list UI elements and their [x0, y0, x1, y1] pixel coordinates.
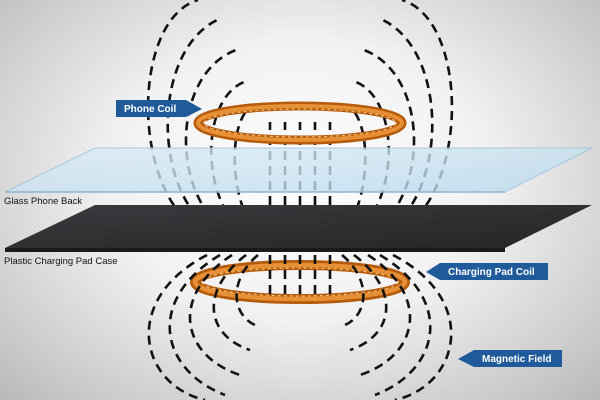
plastic-charging-pad-case-label: Plastic Charging Pad Case [4, 256, 118, 267]
charging-pad-coil-label-text: Charging Pad Coil [448, 267, 535, 278]
phone-coil-label-text: Phone Coil [124, 104, 176, 115]
magnetic-field-lines-lower [147, 253, 453, 400]
magnetic-field-label: Magnetic Field [458, 350, 562, 367]
glass-phone-back-plate [4, 147, 593, 193]
magnetic-field-lines-upper [146, 0, 454, 237]
plastic-charging-pad-case-plate [5, 205, 592, 248]
charging-pad-coil-label: Charging Pad Coil [426, 263, 548, 280]
phone-coil-label: Phone Coil [116, 100, 202, 117]
charging-pad-coil [190, 260, 410, 304]
phone-coil [193, 101, 407, 145]
magnetic-field-label-text: Magnetic Field [482, 354, 551, 365]
glass-phone-back-label: Glass Phone Back [4, 196, 82, 207]
